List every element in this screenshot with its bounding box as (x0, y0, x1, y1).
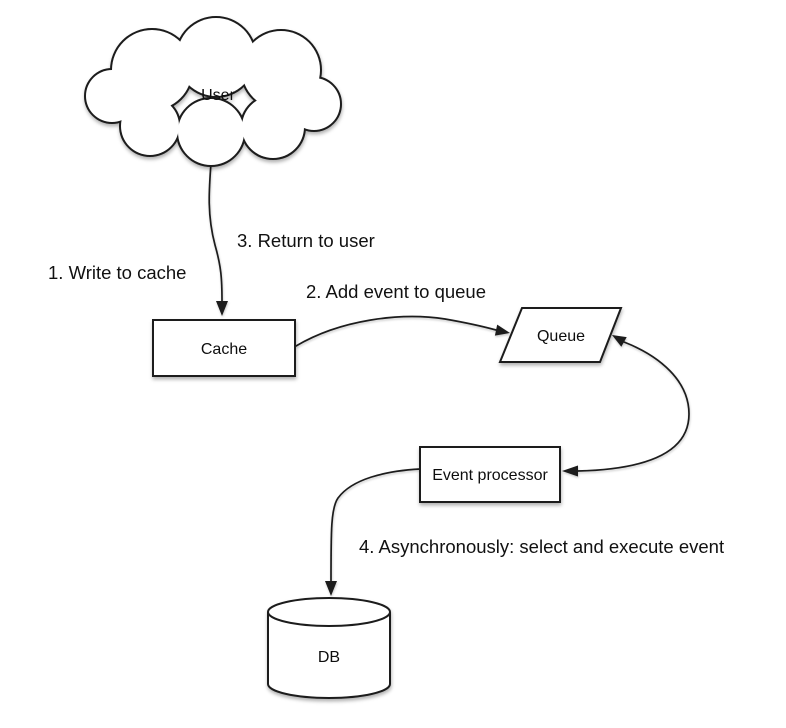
queue-node-label: Queue (537, 328, 585, 345)
arrowhead-down-into-db (325, 581, 337, 596)
db-node: DB (267, 597, 391, 699)
user-node-label: User (201, 87, 235, 104)
db-node-label: DB (318, 649, 340, 666)
edges-layer (208, 162, 690, 596)
processor-to-db-arrow (325, 468, 421, 596)
arrowhead-down-into-cache (216, 301, 228, 316)
queue-node: Queue (498, 307, 623, 363)
cache-node: Cache (152, 319, 296, 377)
queue-processor-double-arrow (562, 335, 690, 477)
step2-add-event-to-queue-label: 2. Add event to queue (306, 281, 486, 302)
step1-write-to-cache-label: 1. Write to cache (48, 262, 186, 283)
cache-node-label: Cache (201, 341, 247, 358)
step4-async-execute-label: 4. Asynchronously: select and execute ev… (359, 536, 724, 557)
event-processor-node-label: Event processor (432, 467, 548, 484)
event-processor-node: Event processor (419, 446, 561, 503)
arrowhead-upleft-into-queue (612, 335, 627, 347)
cloud-outline (84, 16, 342, 167)
arrowhead-right-into-queue (494, 324, 510, 336)
cache-to-queue-arrow (295, 315, 510, 347)
arrowhead-left-into-processor (562, 465, 578, 477)
user-cloud-node: User (84, 16, 342, 167)
user-to-cache-arrow (208, 162, 228, 316)
step3-return-to-user-label: 3. Return to user (237, 230, 375, 251)
